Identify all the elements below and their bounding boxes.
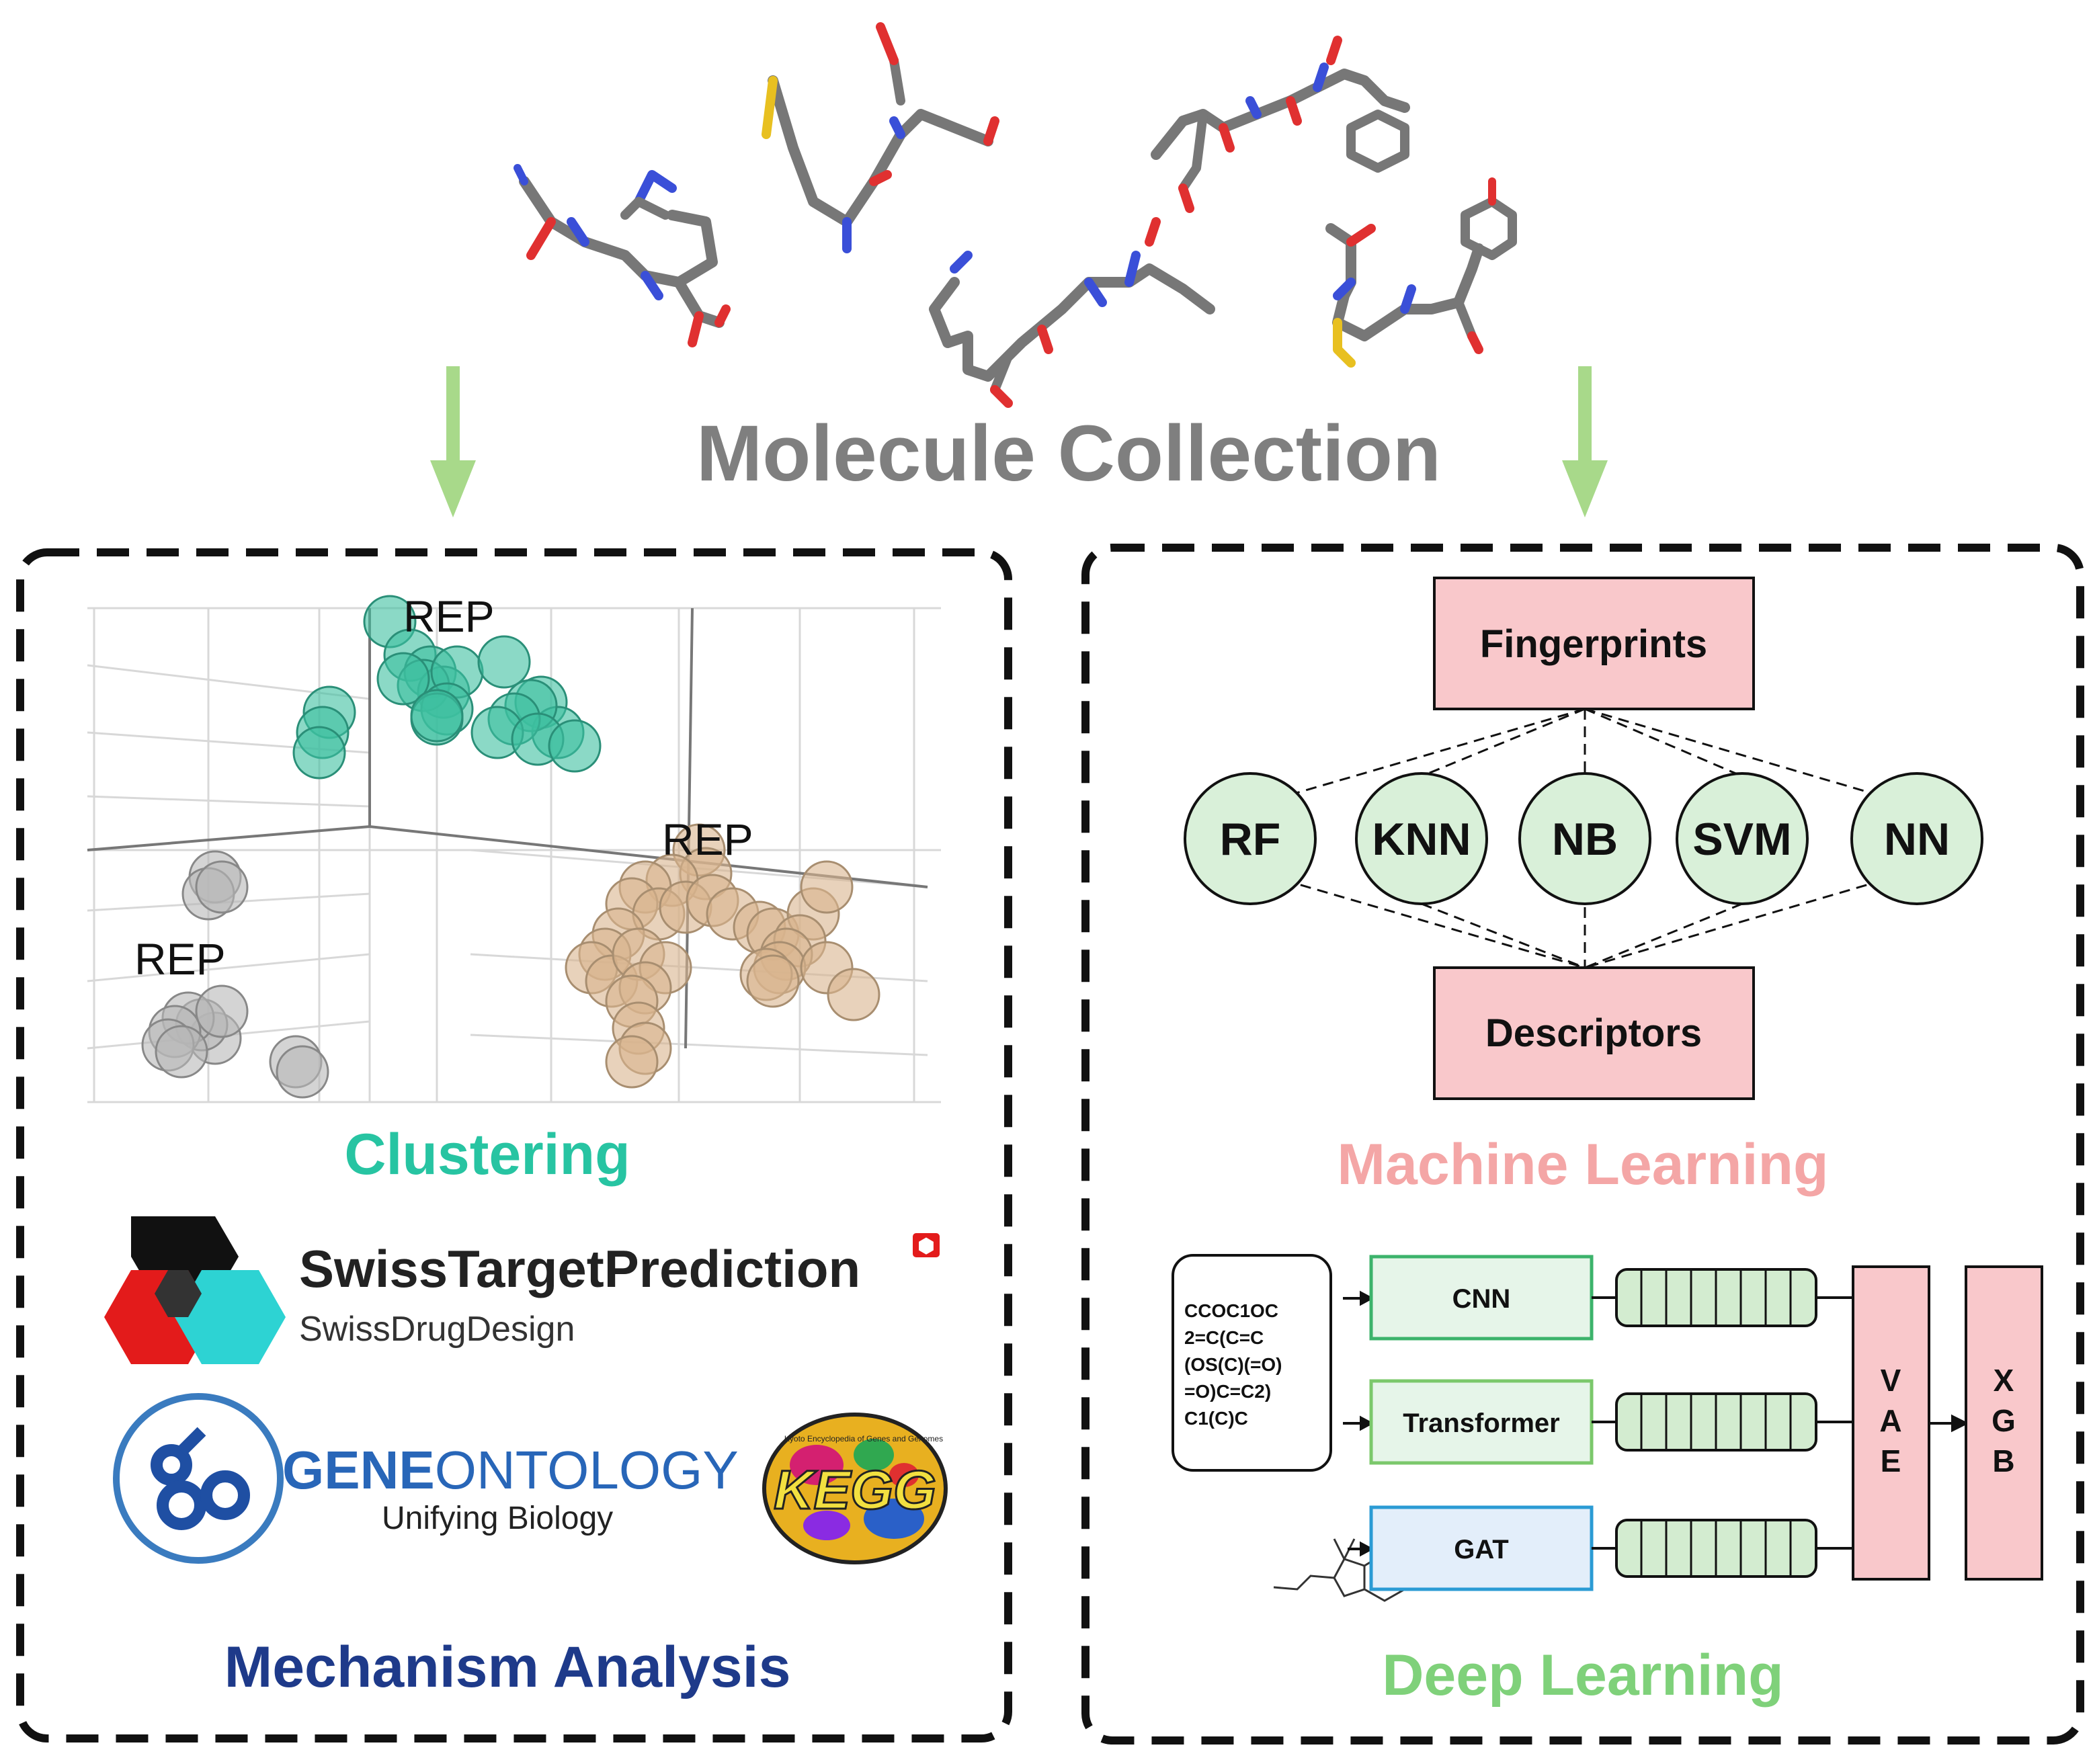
descriptors-label: Descriptors — [1485, 1011, 1702, 1055]
smiles-line: =O)C=C2) — [1184, 1381, 1271, 1402]
cluster-point — [605, 1035, 659, 1089]
ml-model-label: KNN — [1372, 814, 1471, 865]
right-panel-frame — [1081, 544, 2084, 1745]
cluster-point — [195, 984, 249, 1038]
xgb-box — [1965, 1265, 2043, 1581]
smiles-line: (OS(C)(=O) — [1184, 1354, 1282, 1375]
xgb-letter: X — [1994, 1363, 2014, 1398]
geneontology-logo — [113, 1393, 284, 1564]
machine-learning-label: Machine Learning — [1337, 1132, 1828, 1197]
title-molecule-collection: Molecule Collection — [696, 409, 1441, 498]
input-arrows — [1343, 1290, 1374, 1557]
encoder-to-vector-lines — [1592, 1296, 1616, 1550]
smiles-line: 2=C(C=C — [1184, 1327, 1264, 1348]
cluster-point — [477, 635, 531, 689]
left-down-arrow — [430, 366, 476, 517]
cluster-point — [195, 860, 249, 914]
fingerprints-box — [1433, 577, 1755, 710]
rep-label-tan: REP — [662, 814, 753, 864]
rep-label-gray: REP — [134, 934, 226, 984]
kegg-letters: KEGG — [774, 1460, 936, 1521]
cluster-point — [155, 1025, 208, 1079]
cluster-point — [548, 719, 602, 773]
cnn-label: CNN — [1452, 1284, 1511, 1314]
ml-model-label: RF — [1220, 814, 1281, 865]
ml-model-svm: SVM — [1676, 772, 1809, 905]
molecule-2 — [762, 22, 999, 253]
xgb-letter: G — [1992, 1403, 2016, 1438]
smiles-line: C1(C)C — [1184, 1408, 1248, 1429]
smiles-text: CCOC1OC 2=C(C=C (OS(C)(=O) =O)C=C2) C1(C… — [1184, 1300, 1282, 1429]
transformer-label: Transformer — [1403, 1409, 1559, 1438]
cluster-point — [276, 1045, 329, 1099]
rep-label-teal: REP — [403, 591, 495, 641]
molecule-4 — [1151, 36, 1410, 213]
xgb-letter: B — [1992, 1443, 2014, 1478]
transformer-box — [1369, 1379, 1594, 1465]
descriptors-box — [1433, 966, 1755, 1100]
vae-to-xgb-arrow — [1929, 1414, 1969, 1433]
smiles-box — [1172, 1254, 1332, 1472]
molecule-5 — [1325, 177, 1517, 368]
cluster-3d-grid — [87, 607, 941, 1103]
ml-model-label: NB — [1552, 814, 1618, 865]
molecule-3 — [929, 217, 1215, 408]
ml-model-rf: RF — [1184, 772, 1317, 905]
cluster-point — [292, 726, 346, 780]
left-panel-frame — [16, 548, 1012, 1742]
ml-model-label: NN — [1884, 814, 1950, 865]
kegg-tiny-text: Kyoto Encyclopedia of Genes and Genomes — [784, 1434, 943, 1443]
swiss-subtitle: SwissDrugDesign — [299, 1310, 575, 1349]
molecule-1 — [514, 164, 731, 347]
ml-model-nb: NB — [1518, 772, 1651, 905]
mechanism-analysis-label: Mechanism Analysis — [224, 1635, 791, 1699]
deep-learning-label: Deep Learning — [1382, 1643, 1783, 1708]
ml-model-nn: NN — [1850, 772, 1983, 905]
svg-text:⬢: ⬢ — [917, 1235, 935, 1257]
smiles-line: CCOC1OC — [1184, 1300, 1278, 1321]
fingerprints-label: Fingerprints — [1480, 622, 1707, 666]
geneontology-wordmark: GENEONTOLOGY — [282, 1440, 739, 1500]
cluster-point — [410, 689, 464, 743]
cluster-points — [141, 595, 880, 1099]
right-down-arrow — [1562, 366, 1608, 517]
cluster-point — [800, 860, 854, 914]
vae-letters: V A E — [1879, 1363, 1901, 1478]
vae-letter: E — [1881, 1443, 1901, 1478]
ml-model-knn: KNN — [1355, 772, 1488, 905]
gat-label: GAT — [1454, 1535, 1508, 1564]
vae-letter: A — [1879, 1403, 1901, 1438]
molecule-collection-illustration — [514, 22, 1517, 408]
ml-model-label: SVM — [1692, 814, 1791, 865]
ml-connectors — [1249, 708, 1918, 969]
swisstargetprediction-logo: ⬢ — [104, 1216, 940, 1364]
embedding-vectors — [1615, 1268, 1817, 1578]
cluster-point — [376, 652, 430, 706]
cnn-box — [1369, 1255, 1594, 1341]
cluster-point — [746, 954, 800, 1008]
xgb-letters: X G B — [1992, 1363, 2016, 1478]
geneontology-tagline: Unifying Biology — [382, 1501, 613, 1536]
swiss-title: SwissTargetPrediction — [299, 1239, 860, 1298]
vector-to-vae-lines — [1816, 1296, 1853, 1550]
cluster-point — [827, 968, 880, 1021]
kegg-logo: KEGG Kyoto Encyclopedia of Genes and Gen… — [762, 1413, 948, 1564]
vae-letter: V — [1881, 1363, 1901, 1398]
clustering-label: Clustering — [344, 1122, 630, 1187]
